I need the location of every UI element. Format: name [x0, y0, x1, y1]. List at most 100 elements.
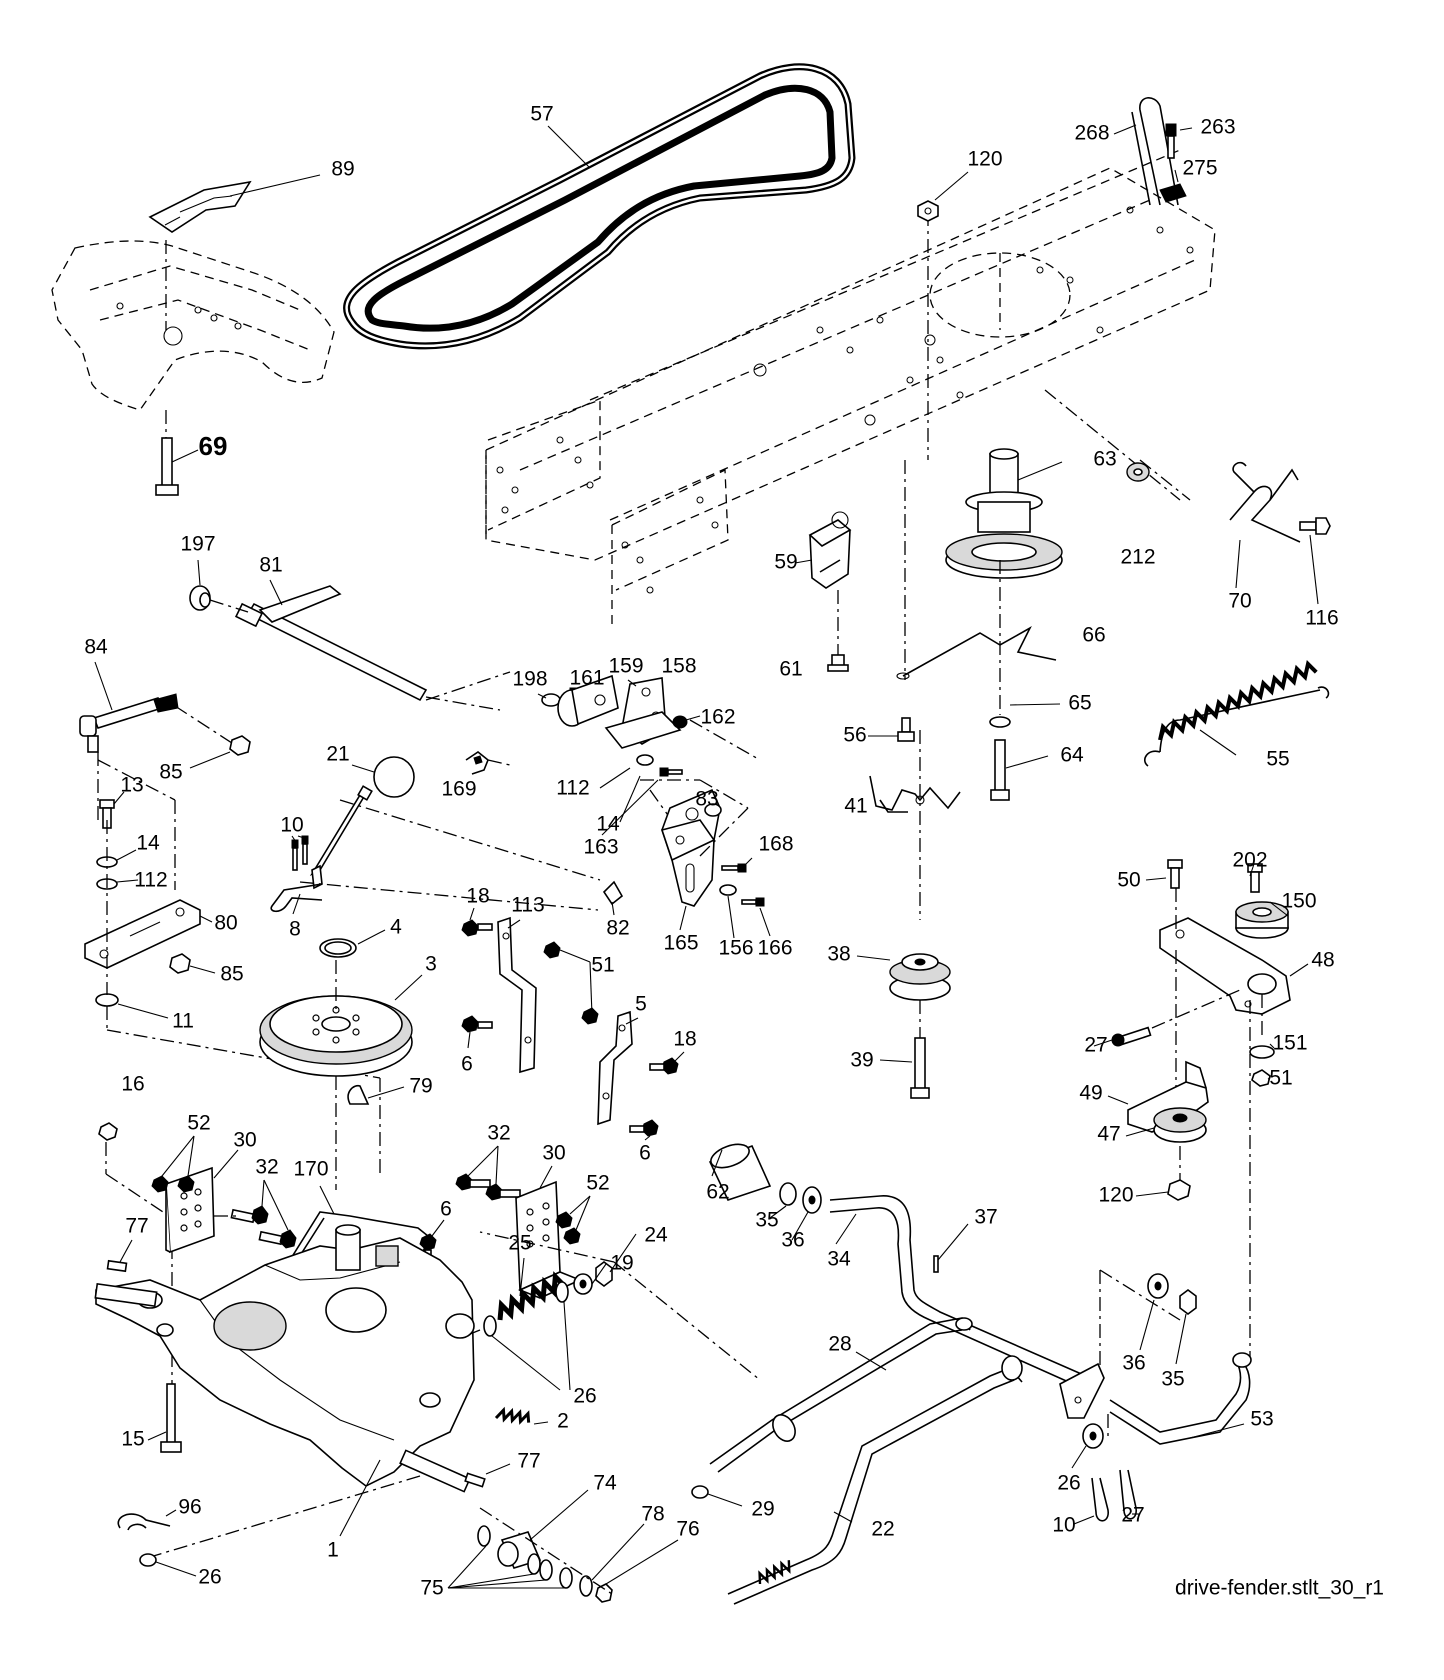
drive-belt-57: [343, 63, 856, 350]
part-label-21: 21: [326, 743, 349, 766]
part-label-5: 5: [635, 993, 647, 1016]
part-label-65: 65: [1068, 692, 1091, 715]
part-label-62: 62: [706, 1181, 729, 1204]
rod-70: [1229, 461, 1301, 543]
bushing-197: [189, 585, 211, 611]
part-label-4: 4: [390, 916, 402, 939]
part-label-76: 76: [676, 1518, 699, 1541]
nuts-52-right: [555, 1211, 581, 1245]
part-label-30a: 30: [233, 1129, 256, 1152]
part-label-163: 163: [583, 836, 618, 859]
part-label-27b: 27: [1121, 1504, 1144, 1527]
part-label-38: 38: [827, 943, 850, 966]
part-label-150: 150: [1281, 890, 1316, 913]
washer-65: [989, 716, 1011, 728]
nut-162: [672, 715, 688, 729]
cotter-27: [1119, 1469, 1137, 1520]
part-label-79: 79: [409, 1075, 432, 1098]
washer-75-b: [527, 1553, 541, 1575]
part-label-80: 80: [214, 912, 237, 935]
part-label-10a: 10: [280, 814, 303, 837]
part-label-268: 268: [1074, 122, 1109, 145]
part-label-41: 41: [844, 795, 867, 818]
part-label-52b: 52: [586, 1172, 609, 1195]
part-label-85b: 85: [220, 963, 243, 986]
bracket-26-right: [1059, 1362, 1105, 1419]
bolt-50: [1167, 859, 1183, 889]
nut-120-top: [917, 200, 939, 222]
key-77-left: [106, 1259, 128, 1273]
pulley-47: [1153, 1107, 1207, 1143]
part-label-89: 89: [331, 158, 354, 181]
key-79: [347, 1084, 370, 1105]
washer-11: [95, 993, 119, 1007]
part-label-35b: 35: [1161, 1368, 1184, 1391]
spring-55: [1144, 659, 1330, 767]
bracket-41: [869, 775, 961, 813]
part-label-61: 61: [779, 658, 802, 681]
part-label-59: 59: [774, 551, 797, 574]
washer-78: [579, 1575, 593, 1597]
bracket-49: [1127, 1060, 1209, 1133]
washer-75-c: [539, 1559, 553, 1581]
fender-outline: [51, 240, 335, 411]
part-label-28: 28: [828, 1333, 851, 1356]
part-label-83: 83: [695, 788, 718, 811]
part-label-22: 22: [871, 1518, 894, 1541]
bolt-6-right: [629, 1119, 659, 1137]
part-label-81: 81: [259, 554, 282, 577]
nut-51-upper: [543, 941, 561, 959]
part-label-263: 263: [1200, 116, 1235, 139]
clip-82: [602, 880, 624, 906]
part-label-13: 13: [120, 774, 143, 797]
part-label-1: 1: [327, 1539, 339, 1562]
bolts-32-left: [230, 1205, 297, 1249]
part-label-64: 64: [1060, 744, 1084, 767]
rod-22: [727, 1355, 1023, 1605]
nut-16: [98, 1122, 118, 1141]
washer-75-d: [559, 1567, 573, 1589]
part-label-169: 169: [441, 778, 476, 801]
clip-275: [1159, 183, 1187, 203]
bushing-19: [573, 1273, 593, 1295]
part-label-49: 49: [1079, 1082, 1102, 1105]
part-label-8: 8: [289, 918, 301, 941]
part-label-113: 113: [511, 894, 544, 917]
hairpin-96: [117, 1513, 171, 1531]
part-label-197: 197: [180, 533, 215, 556]
part-label-3: 3: [425, 953, 437, 976]
part-label-34: 34: [827, 1248, 851, 1271]
bolt-116: [1299, 517, 1331, 535]
part-label-16: 16: [121, 1073, 144, 1096]
part-label-112a: 112: [556, 777, 589, 800]
part-label-35a: 35: [755, 1209, 778, 1232]
part-label-57: 57: [530, 103, 553, 126]
bracket-59: [808, 511, 852, 589]
part-label-47: 47: [1097, 1123, 1120, 1146]
part-label-116: 116: [1305, 607, 1338, 630]
bolt-15: [160, 1383, 182, 1453]
part-label-120a: 120: [967, 148, 1002, 171]
part-label-96: 96: [178, 1496, 201, 1519]
part-label-166: 166: [757, 937, 792, 960]
part-label-165: 165: [663, 932, 698, 955]
screw-56: [897, 717, 915, 742]
washer-26-b: [555, 1281, 569, 1303]
part-label-26c: 26: [198, 1566, 221, 1589]
bolts-32-right: [455, 1173, 521, 1201]
part-label-19: 19: [610, 1252, 633, 1275]
screw-263: [1165, 123, 1177, 159]
part-label-212: 212: [1120, 546, 1155, 569]
bushing-212: [1126, 462, 1150, 482]
washer-83: [704, 803, 722, 817]
part-label-275: 275: [1182, 157, 1217, 180]
bracket-5: [597, 1010, 633, 1126]
part-label-26b: 26: [1057, 1472, 1080, 1495]
clip-169: [465, 751, 489, 775]
bolt-6-left: [461, 1015, 493, 1033]
bracket-80: [84, 899, 201, 969]
bushing-62: [708, 1143, 772, 1201]
part-label-36a: 36: [781, 1229, 804, 1252]
bolt-202: [1247, 863, 1263, 893]
